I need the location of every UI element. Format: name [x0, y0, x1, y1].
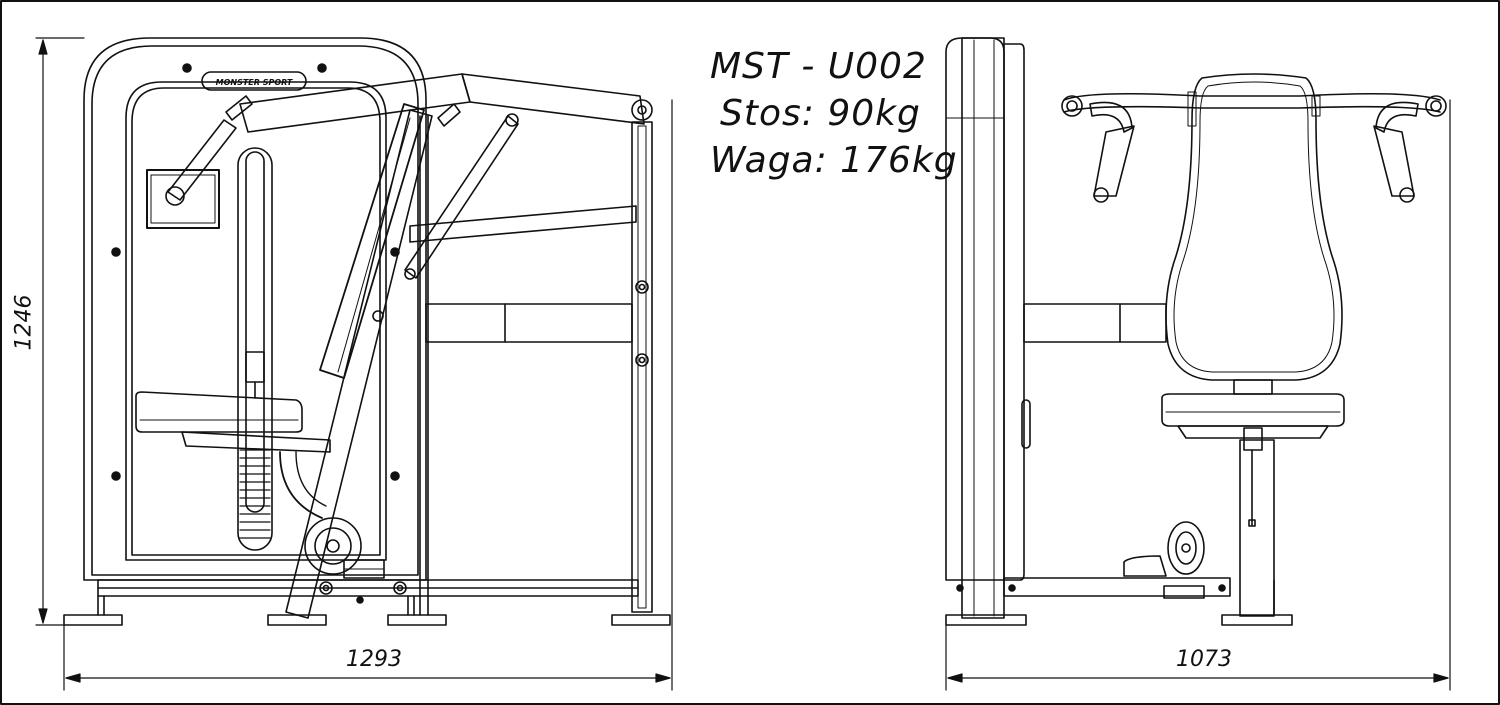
height-dimension-line — [35, 37, 85, 626]
side-view-machine — [945, 37, 1447, 626]
height-dimension-value: 1246 — [11, 294, 37, 351]
front-width-dimension-value: 1293 — [346, 647, 402, 672]
side-width-dimension-value: 1073 — [1176, 647, 1232, 672]
front-view-machine — [63, 37, 671, 626]
weight-label: Waga: 176kg — [710, 140, 958, 181]
front-width-dimension-line — [63, 99, 673, 691]
model-label: MST - U002 — [710, 46, 927, 87]
brand-logo: MONSTER SPORT — [216, 78, 293, 87]
stack-label: Stos: 90kg — [720, 93, 921, 134]
side-width-dimension-line — [945, 99, 1451, 691]
